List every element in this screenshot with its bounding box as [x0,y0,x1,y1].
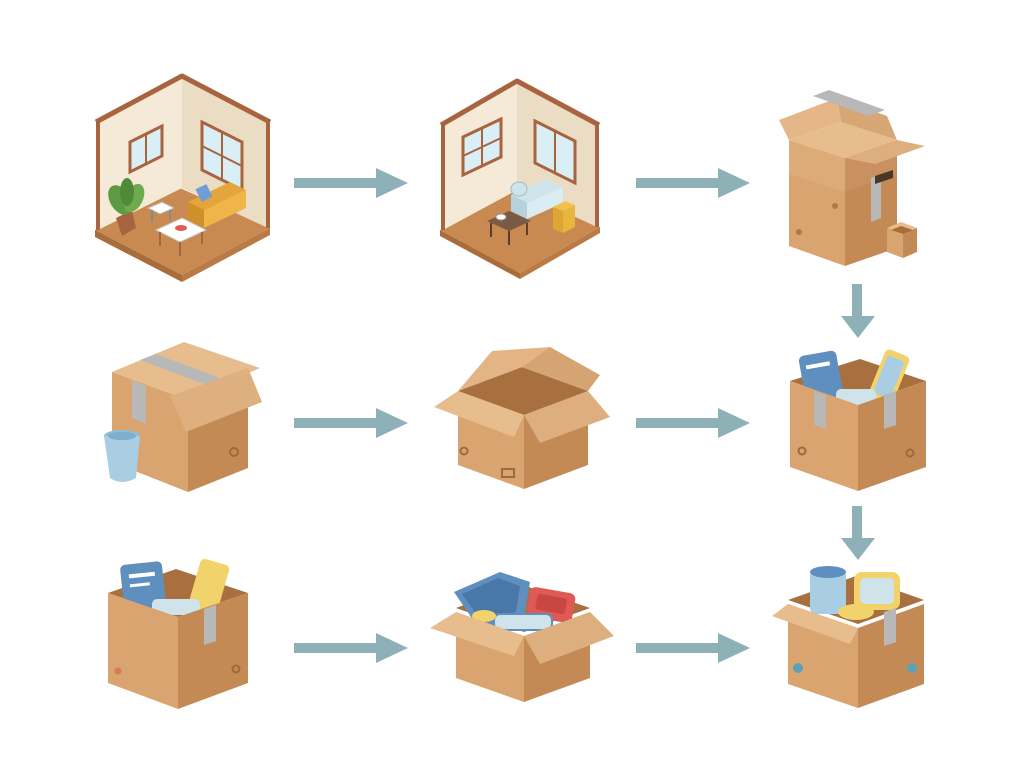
arrow-right-icon [292,631,412,665]
arrow-right-icon [634,631,754,665]
stacked-boxes-icon [775,80,935,270]
arrow-right-icon [292,166,412,200]
final-box-icon [770,560,935,712]
arrow-right-icon [292,406,412,440]
open-box-icon [430,345,615,495]
arrow-down-icon [838,282,878,340]
arrow-right-icon [634,406,754,440]
taped-box-bin-icon [98,338,268,498]
filled-box-icon [780,345,940,495]
arrow-down-icon [838,504,878,562]
furnished-room-icon [90,70,275,285]
arrow-right-icon [634,166,754,200]
sparse-room-icon [435,75,605,280]
box-containers-icon [428,568,616,708]
packed-box-icon [100,555,255,715]
